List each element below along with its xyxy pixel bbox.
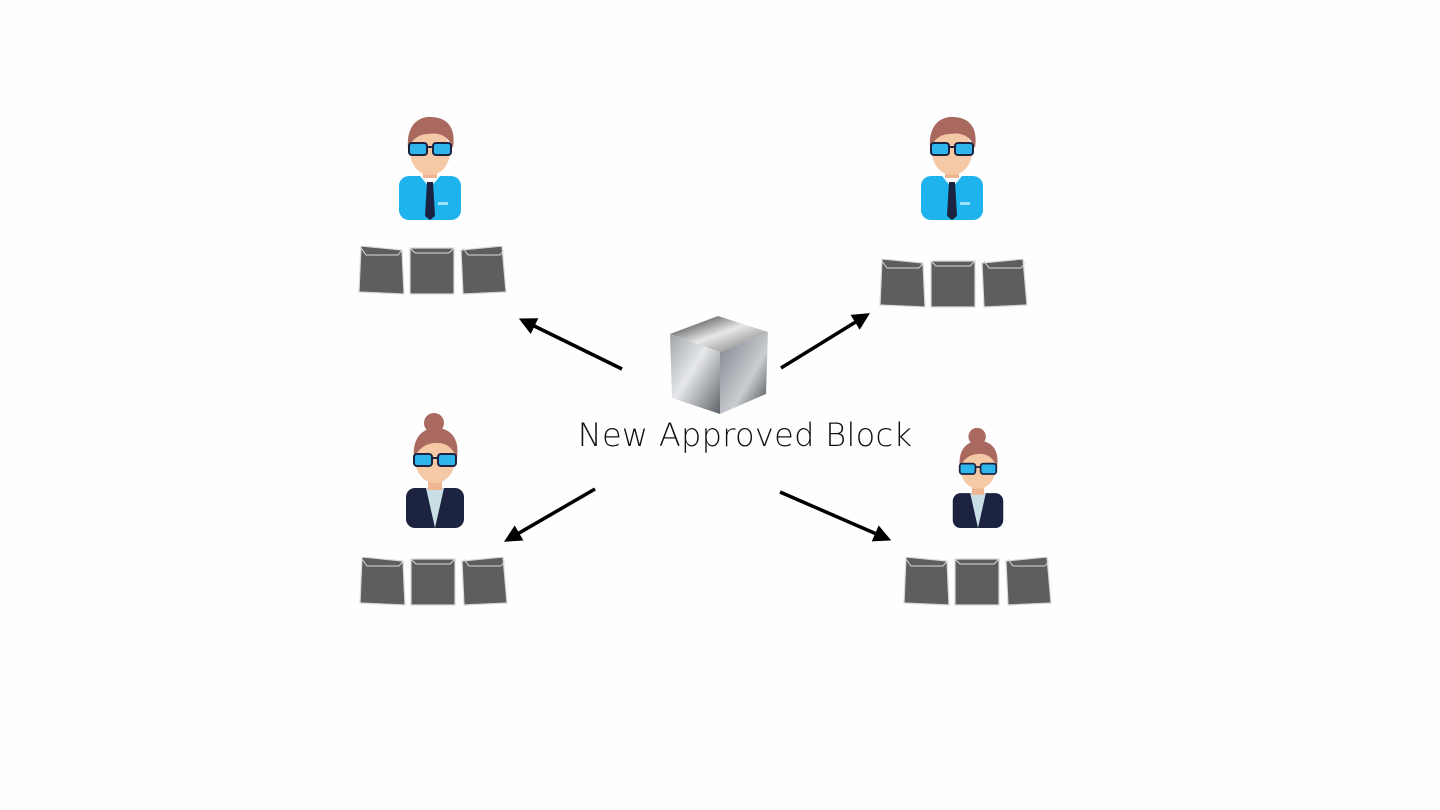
block-icon	[461, 557, 508, 606]
block-icon	[358, 246, 405, 295]
block-icon	[879, 259, 926, 308]
blockchain-ledger-top-left	[358, 246, 507, 296]
male-user-icon	[921, 116, 983, 220]
arrow-to-top-right	[780, 313, 870, 370]
block-icon	[903, 557, 950, 606]
arrow-to-bottom-left	[503, 487, 596, 542]
block-icon	[954, 558, 1000, 606]
arrow-to-top-left	[518, 318, 623, 371]
caption: New Approved Block	[577, 416, 913, 454]
block-icon	[1005, 557, 1052, 606]
male-user-icon	[399, 116, 461, 220]
female-user-icon	[952, 427, 1004, 528]
blockchain-ledger-bottom-left	[359, 557, 508, 607]
block-icon	[460, 246, 507, 295]
block-icon	[359, 557, 406, 606]
block-icon	[410, 558, 456, 606]
blockchain-ledger-top-right	[879, 259, 1028, 309]
block-icon	[981, 259, 1028, 308]
female-user-icon	[406, 413, 464, 528]
block-icon	[409, 247, 455, 295]
block-icon	[930, 260, 976, 308]
arrow-to-bottom-right	[779, 490, 892, 542]
metal-cube-icon	[670, 316, 768, 414]
blockchain-ledger-bottom-right	[903, 557, 1052, 607]
